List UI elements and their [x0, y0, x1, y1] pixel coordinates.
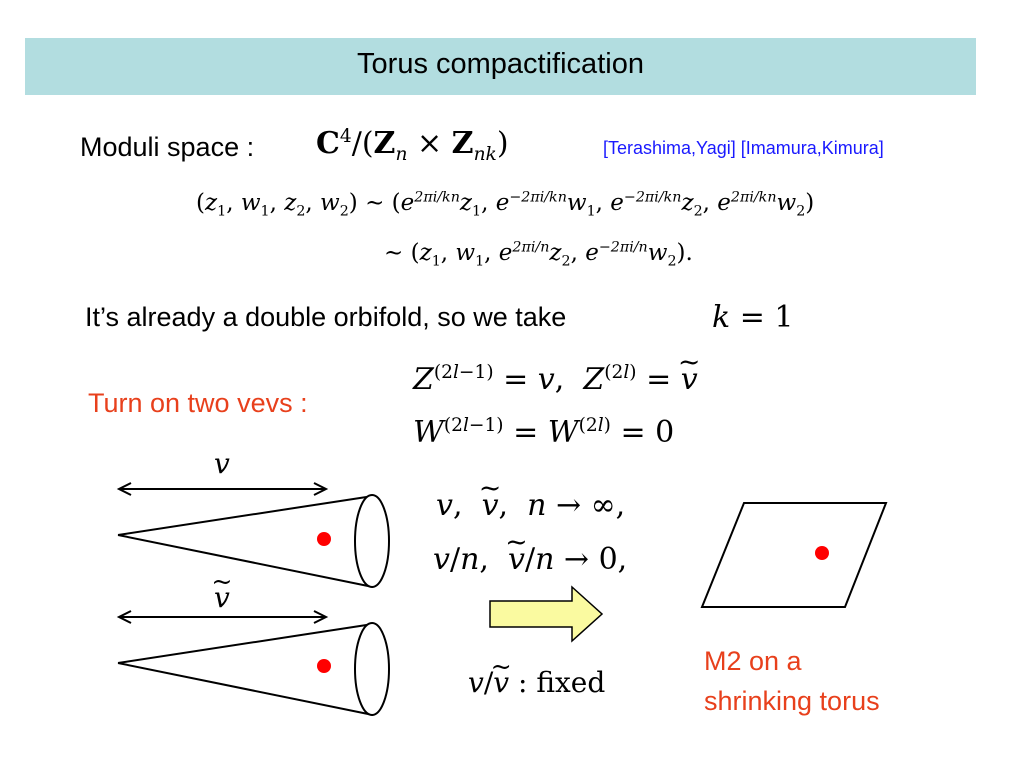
title-bar: Torus compactification — [25, 38, 976, 95]
upper-cone-point — [317, 532, 331, 546]
orbifold-text: It’s already a double orbifold, so we ta… — [85, 302, 567, 332]
result-line-2: shrinking torus — [704, 686, 880, 716]
limit-line-1: v, v, n → ∞, — [436, 488, 625, 523]
equivalence-line-2: ∼ (z1, w1, e2πi/nz2, e−2πi/nw2). — [384, 239, 693, 270]
upper-length-arrow — [116, 482, 329, 496]
k-equals-one: k = 1 — [712, 300, 794, 335]
lower-cone — [117, 622, 390, 716]
references: [Terashima,Yagi] [Imamura,Kimura] — [603, 138, 884, 158]
slide-title: Torus compactification — [357, 48, 644, 80]
lower-cone-point — [317, 659, 331, 673]
moduli-label: Moduli space : — [80, 132, 255, 162]
result-line-1: M2 on a — [704, 646, 802, 676]
lower-length-arrow — [116, 610, 329, 624]
limit-arrow — [489, 585, 604, 643]
lower-cone-label: v — [214, 581, 230, 614]
moduli-formula: C4/(Zn × Znk) — [316, 126, 509, 165]
torus-parallelogram — [700, 502, 888, 608]
ratio-fixed: v/v : fixed — [468, 666, 605, 699]
vev-equation-1: Z(2l−1) = v, Z(2l) = v — [413, 362, 698, 397]
upper-cone-label: v — [214, 447, 230, 480]
torus-point — [815, 546, 829, 560]
limit-line-2: v/n, v/n → 0, — [433, 542, 627, 577]
equivalence-line-1: (z1, w1, z2, w2) ∼ (e2πi/knz1, e−2πi/knw… — [196, 189, 815, 220]
vev-equation-2: W(2l−1) = W(2l) = 0 — [413, 415, 675, 450]
upper-cone — [117, 494, 390, 588]
vevs-label: Turn on two vevs : — [88, 388, 308, 418]
